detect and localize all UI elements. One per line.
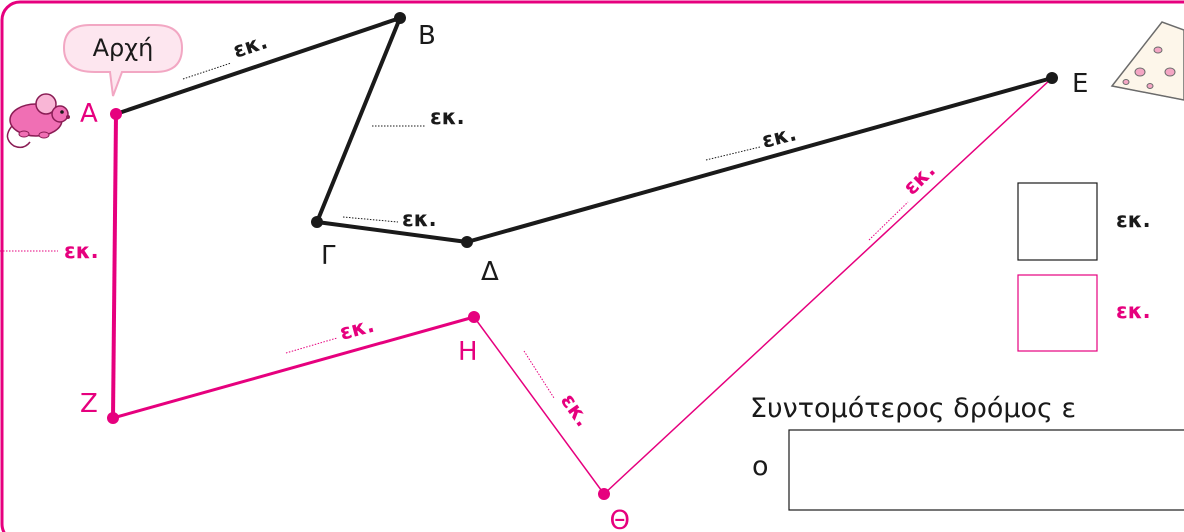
start-bubble-text: Αρχή bbox=[93, 34, 154, 62]
unit-label-ThE: εκ. bbox=[899, 158, 940, 199]
point-label-B: Β bbox=[418, 21, 436, 51]
shortest-route-text: Συντομότερος δρόμος ε bbox=[750, 393, 1076, 424]
unit-label-HTh: εκ. bbox=[556, 389, 596, 431]
answer-line-ZH[interactable] bbox=[285, 337, 338, 354]
point-Th bbox=[598, 488, 610, 500]
point-label-Z: Ζ bbox=[80, 389, 98, 419]
answer-line-AB[interactable] bbox=[182, 62, 232, 80]
point-label-G: Γ bbox=[321, 241, 336, 271]
unit-label-GD: εκ. bbox=[402, 207, 437, 231]
point-B bbox=[394, 12, 406, 24]
point-G bbox=[311, 216, 323, 228]
answer-line-DE[interactable] bbox=[705, 146, 761, 161]
unit-label-AZ: εκ. bbox=[64, 239, 99, 263]
point-D bbox=[461, 236, 473, 248]
cheese-icon bbox=[1110, 21, 1184, 101]
black-total-unit: εκ. bbox=[1116, 208, 1151, 232]
unit-label-DE: εκ. bbox=[759, 121, 798, 153]
answer-line-HTh[interactable] bbox=[523, 350, 555, 399]
black-total-box[interactable] bbox=[1017, 182, 1098, 261]
point-label-H: Η bbox=[458, 337, 478, 367]
unit-label-BG: εκ. bbox=[430, 105, 465, 129]
pink-path-AZ bbox=[111, 113, 118, 419]
point-label-Th: Θ bbox=[610, 503, 630, 532]
unit-label-AB: εκ. bbox=[230, 29, 270, 63]
pink-total-unit: εκ. bbox=[1116, 299, 1151, 323]
point-label-A: Α bbox=[80, 99, 98, 129]
pink-path-ZH bbox=[112, 315, 475, 420]
answer-prefix: ο bbox=[752, 451, 769, 482]
answer-line-GD[interactable] bbox=[342, 216, 399, 223]
shortest-answer-box[interactable] bbox=[788, 429, 1184, 511]
point-Z bbox=[107, 412, 119, 424]
mouse-icon bbox=[6, 93, 70, 149]
unit-label-ZH: εκ. bbox=[337, 313, 377, 345]
point-A bbox=[110, 108, 122, 120]
point-label-D: Δ bbox=[481, 257, 499, 287]
answer-line-ThE[interactable] bbox=[868, 201, 909, 241]
start-speech-bubble: Αρχή bbox=[62, 24, 184, 97]
pink-total-box[interactable] bbox=[1017, 274, 1098, 352]
point-label-E: Ε bbox=[1072, 69, 1088, 99]
point-H bbox=[468, 311, 480, 323]
point-E bbox=[1046, 72, 1058, 84]
